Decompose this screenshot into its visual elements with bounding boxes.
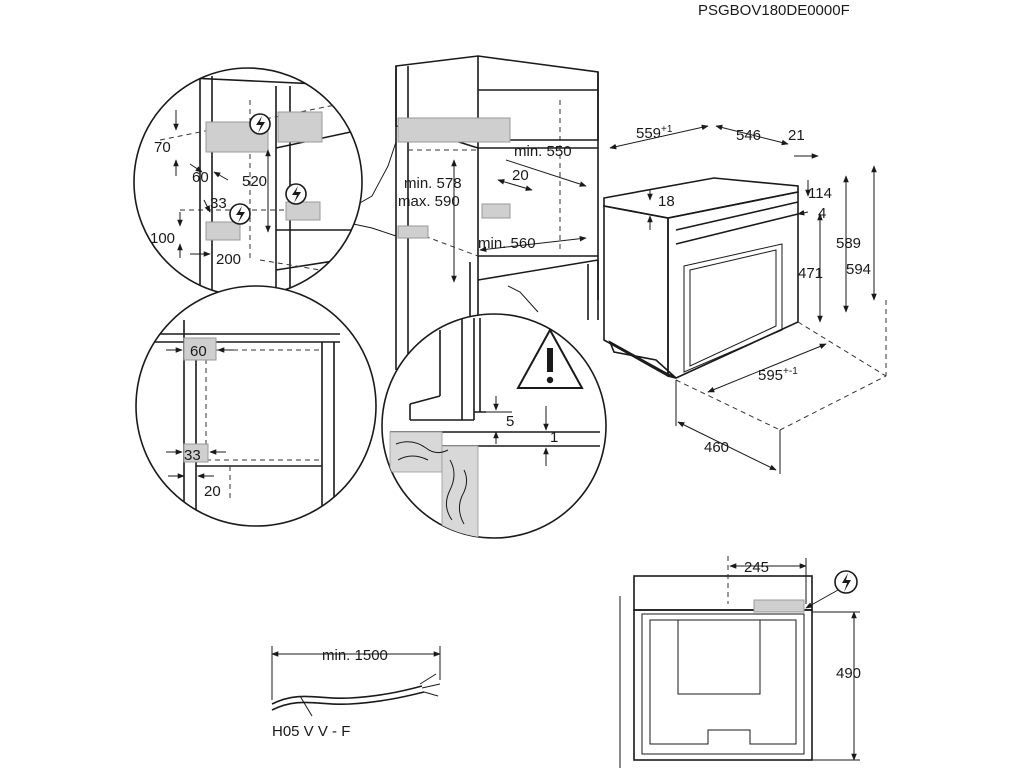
oven-illustration (603, 124, 887, 474)
detail-side-circle (135, 285, 377, 527)
detail-bottom-circle (381, 313, 607, 539)
cabinet-min-width: min. 560 (478, 235, 536, 252)
cabinet-max-height: max. 590 (398, 193, 460, 210)
oven-width-559: 559+1 (636, 124, 673, 142)
electric-hazard-icon (834, 570, 858, 594)
rear-view-illustration (619, 556, 860, 768)
cabinet-min-depth: min. 550 (514, 143, 572, 160)
detail-top-100: 100 (150, 230, 175, 247)
oven-depth-546: 546 (736, 127, 761, 144)
electric-hazard-icon (229, 203, 251, 225)
detail-top-520: 520 (242, 173, 267, 190)
oven-594: 594 (846, 261, 871, 278)
warning-triangle-icon (516, 327, 584, 389)
detail-top-33: 33 (210, 195, 227, 212)
cabinet-gap: 20 (512, 167, 529, 184)
oven-depth-460: 460 (704, 439, 729, 456)
rear-245: 245 (744, 559, 769, 576)
cable-type: H05 V V - F (272, 723, 350, 740)
oven-471: 471 (798, 265, 823, 282)
detail-side-60: 60 (190, 343, 207, 360)
oven-114: 114 (808, 185, 832, 202)
document-code: PSGBOV180DE0000F (698, 2, 850, 19)
detail-top-circle (133, 67, 363, 297)
detail-bottom-1: 1 (550, 429, 558, 446)
detail-top-70: 70 (154, 139, 171, 156)
oven-589: 589 (836, 235, 861, 252)
detail-bottom-5: 5 (506, 413, 514, 430)
cable-illustration (271, 646, 441, 717)
oven-4: 4 (818, 205, 826, 222)
detail-side-20: 20 (204, 483, 221, 500)
detail-top-200: 200 (216, 251, 241, 268)
electric-hazard-icon (249, 113, 271, 135)
detail-side-33: 33 (184, 447, 201, 464)
oven-21: 21 (788, 127, 805, 144)
cabinet-min-height: min. 578 (404, 175, 462, 192)
rear-490: 490 (836, 665, 861, 682)
cable-length: min. 1500 (322, 647, 388, 664)
oven-width-595: 595+-1 (758, 366, 798, 384)
electric-hazard-icon (285, 183, 307, 205)
detail-top-60: 60 (192, 169, 209, 186)
oven-18: 18 (658, 193, 675, 210)
